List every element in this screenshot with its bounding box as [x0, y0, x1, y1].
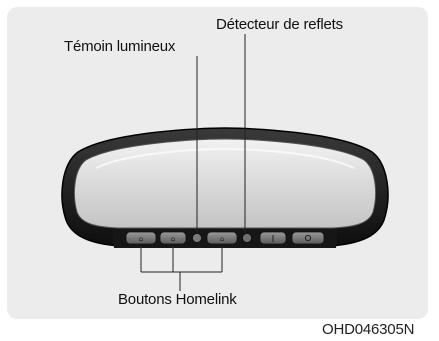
- mirror-glass: [74, 139, 375, 228]
- indicator-light-label: Témoin lumineux: [64, 38, 175, 55]
- glare-detector-label: Détecteur de reflets: [216, 16, 343, 33]
- glare-detector-icon: [243, 234, 252, 243]
- svg-text:⌂: ⌂: [139, 235, 143, 243]
- indicator-light-icon: [193, 234, 202, 243]
- svg-text:⌂: ⌂: [220, 235, 224, 243]
- svg-text:⌂: ⌂: [171, 235, 175, 243]
- homelink-buttons-label: Boutons Homelink: [118, 291, 237, 308]
- figure-code: OHD046305N: [322, 321, 414, 338]
- power-button-icon: [292, 232, 324, 244]
